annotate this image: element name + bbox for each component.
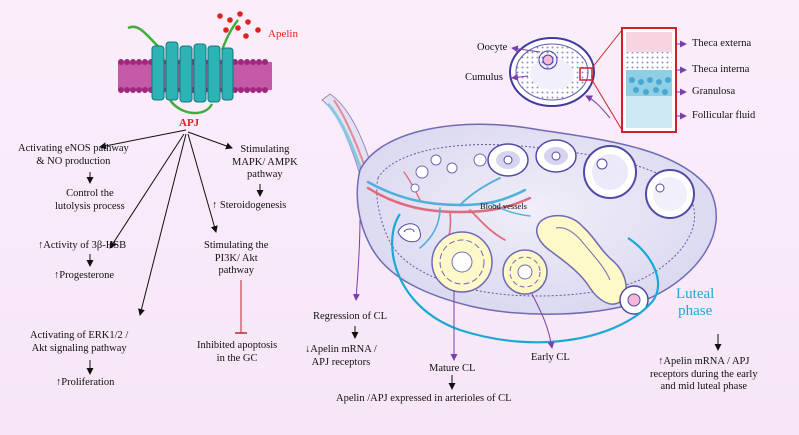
apoptosis-inhibition: Inhibited apoptosis in the GC <box>197 340 278 364</box>
apelin-molecules <box>217 11 261 39</box>
oocyte-label: Oocyte <box>477 42 508 53</box>
phospholipid-head <box>256 59 262 65</box>
phospholipid-head <box>250 59 256 65</box>
blood-vessels-label: Blood vessels <box>480 201 527 211</box>
phospholipid-head <box>136 87 142 93</box>
theca-externa-label: Theca externa <box>692 38 752 49</box>
mapk-pathway: Stimulating MAPK/ AMPK pathway <box>232 144 298 181</box>
steroidogenesis: ↑ Steroidogenesis <box>212 200 287 211</box>
cumulus-label: Cumulus <box>465 72 503 83</box>
phospholipid-head <box>244 87 250 93</box>
hsb-activity: ↑Activity of 3β-HSB <box>38 240 127 251</box>
phospholipid-head <box>250 87 256 93</box>
apj-label: APJ <box>179 117 200 129</box>
growing-follicle-2 <box>535 139 577 173</box>
follicle-label-arrows <box>511 40 687 120</box>
progesterone: ↑Progesterone <box>54 270 115 281</box>
luteal-effect: ↑Apelin mRNA / APJ receptors during the … <box>650 356 758 393</box>
phospholipid-head <box>256 87 262 93</box>
blood-vessels <box>366 171 532 259</box>
ovary-callout-arrows <box>352 95 611 361</box>
phospholipid-head <box>124 87 130 93</box>
growing-follicle-1 <box>487 143 529 177</box>
apelin-label: Apelin <box>268 28 298 40</box>
phospholipid-head <box>118 59 124 65</box>
early-cl <box>502 249 548 295</box>
large-follicle <box>645 169 695 219</box>
luteal-phase-label: Luteal phase <box>676 286 715 320</box>
phospholipid-head <box>136 59 142 65</box>
pi3k-pathway: Stimulating the PI3K/ Akt pathway <box>204 240 269 277</box>
mature-cl-effect: Apelin /APJ expressed in arterioles of C… <box>336 393 512 404</box>
phospholipid-head <box>130 87 136 93</box>
follicle-wall-magnified <box>591 27 677 133</box>
enos-pathway: Activating eNOS pathway & NO production <box>18 143 129 167</box>
erk-pathway: Activating of ERK1/2 / Akt signaling pat… <box>30 330 129 354</box>
phospholipid-head <box>238 87 244 93</box>
antral-follicle <box>583 145 637 199</box>
theca-interna-label: Theca interna <box>692 64 750 75</box>
phospholipid-head <box>238 59 244 65</box>
early-cl-label: Early CL <box>531 352 570 363</box>
phospholipid-head <box>142 59 148 65</box>
phospholipid-head <box>262 87 268 93</box>
primordial-follicles <box>410 153 487 193</box>
phospholipid-head <box>124 59 130 65</box>
phospholipid-head <box>130 59 136 65</box>
apj-receptor <box>127 19 239 115</box>
regression-cl-label: Regression of CL <box>313 311 388 322</box>
mature-cl <box>431 231 493 293</box>
luteal-phase-loop <box>391 213 660 344</box>
phospholipid-head <box>262 59 268 65</box>
regression-effect: ↓Apelin mRNA / APJ receptors <box>305 344 377 368</box>
follicular-fluid-label: Follicular fluid <box>692 110 756 121</box>
phospholipid-head <box>244 59 250 65</box>
lutolysis-control: Control the lutolysis process <box>55 188 125 212</box>
phospholipid-head <box>118 87 124 93</box>
ovary-effect-arrows <box>351 326 722 390</box>
ovulating-follicle <box>619 285 649 315</box>
mature-cl-label: Mature CL <box>429 363 476 374</box>
granulosa-label: Granulosa <box>692 86 736 97</box>
follicle-cross-section <box>509 37 595 107</box>
pathway-arrows <box>86 129 264 375</box>
phospholipid-head <box>142 87 148 93</box>
proliferation: ↑Proliferation <box>56 377 115 388</box>
regressing-cl <box>397 223 421 243</box>
